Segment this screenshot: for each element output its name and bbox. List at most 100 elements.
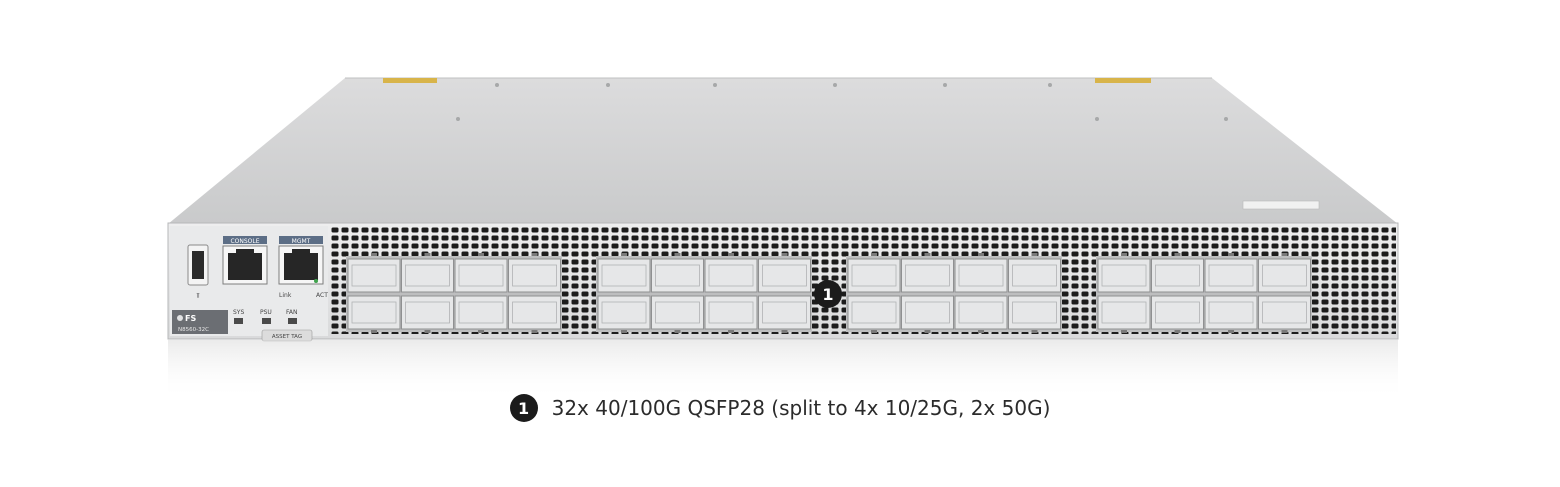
qsfp28-port-cage-inner — [762, 301, 807, 324]
qsfp28-port-cage-inner — [1208, 301, 1254, 324]
top-sticker — [1242, 200, 1320, 210]
qsfp28-port-cage-inner — [851, 264, 897, 287]
qsfp28-port — [1204, 295, 1258, 330]
qsfp28-port — [347, 295, 401, 330]
qsfp28-port — [1008, 258, 1061, 293]
brand-plate — [172, 310, 228, 334]
port-led — [531, 330, 538, 333]
qsfp28-port — [651, 258, 704, 293]
qsfp28-port — [401, 295, 454, 330]
port-led — [871, 253, 877, 256]
qsfp28-port — [1151, 295, 1204, 330]
port-led — [781, 253, 788, 256]
qsfp28-port-cage-inner — [958, 301, 1004, 324]
port-led — [1174, 330, 1181, 333]
qsfp28-port-cage-inner — [351, 264, 397, 287]
warning-label-left — [383, 78, 437, 83]
floor-reflection — [168, 340, 1398, 400]
qsfp28-port-cage-inner — [601, 301, 647, 324]
qsfp28-port-cage-inner — [601, 264, 647, 287]
qsfp28-port-cage-inner — [458, 264, 504, 287]
qsfp28-port-array — [346, 253, 1312, 333]
mgmt-label: MGMT — [292, 238, 311, 245]
psu-led — [262, 318, 271, 324]
port-led — [728, 253, 734, 256]
psu-label: PSU — [260, 309, 272, 316]
qsfp28-port-cage-inner — [905, 301, 950, 324]
qsfp28-port — [704, 258, 758, 293]
port-led — [478, 330, 484, 333]
sys-led — [234, 318, 243, 324]
model-label: N8560-32C — [178, 327, 209, 333]
usb-icon: ⫪ — [196, 292, 200, 300]
qsfp28-port — [597, 295, 651, 330]
fan-label: FAN — [286, 309, 298, 316]
qsfp28-port — [1097, 295, 1151, 330]
callout-marker-on-device: 1 — [814, 280, 842, 308]
qsfp28-port-cage-inner — [1155, 264, 1200, 287]
top-screws — [456, 83, 1228, 121]
port-led — [1031, 253, 1038, 256]
qsfp28-port-cage-inner — [405, 301, 450, 324]
svg-text:1: 1 — [822, 285, 833, 304]
qsfp28-port — [347, 258, 401, 293]
port-led — [728, 330, 734, 333]
port-led — [1228, 330, 1234, 333]
qsfp28-port — [901, 258, 954, 293]
qsfp28-port-cage-inner — [655, 264, 700, 287]
port-led — [1281, 330, 1288, 333]
console-label: CONSOLE — [230, 238, 259, 245]
qsfp28-port-cage-inner — [655, 301, 700, 324]
qsfp28-port-cage-inner — [762, 264, 807, 287]
qsfp28-port-cage-inner — [851, 301, 897, 324]
qsfp28-port — [758, 295, 811, 330]
port-led — [674, 330, 681, 333]
qsfp28-port-cage-inner — [458, 301, 504, 324]
port-led — [924, 330, 931, 333]
qsfp28-port — [401, 258, 454, 293]
port-led — [1121, 330, 1127, 333]
qsfp28-port — [954, 295, 1008, 330]
qsfp28-port-cage-inner — [1101, 264, 1147, 287]
mgmt-led — [314, 279, 318, 283]
port-led — [478, 253, 484, 256]
port-led — [371, 253, 377, 256]
port-led — [1281, 253, 1288, 256]
port-led — [1174, 253, 1181, 256]
port-led — [978, 330, 984, 333]
port-led — [978, 253, 984, 256]
qsfp28-port — [1258, 295, 1311, 330]
qsfp28-port-cage-inner — [351, 301, 397, 324]
port-led — [1031, 330, 1038, 333]
port-led — [424, 253, 431, 256]
qsfp28-port — [508, 295, 561, 330]
qsfp28-port-cage-inner — [708, 264, 754, 287]
qsfp28-port — [758, 258, 811, 293]
qsfp28-port-cage-inner — [512, 301, 557, 324]
qsfp28-port-cage-inner — [905, 264, 950, 287]
qsfp28-port — [847, 295, 901, 330]
port-led — [1121, 253, 1127, 256]
warning-label-right — [1095, 78, 1151, 83]
port-led — [781, 330, 788, 333]
asset-tag-label: ASSET TAG — [272, 334, 302, 340]
qsfp28-port — [1008, 295, 1061, 330]
port-led — [621, 253, 627, 256]
brand-logo: FS — [185, 314, 196, 323]
qsfp28-port — [454, 258, 508, 293]
qsfp28-port-cage-inner — [1155, 301, 1200, 324]
sys-label: SYS — [233, 309, 244, 316]
act-label: ACT — [316, 292, 328, 299]
fan-led — [288, 318, 297, 324]
qsfp28-port — [597, 258, 651, 293]
qsfp28-port — [901, 295, 954, 330]
qsfp28-port — [651, 295, 704, 330]
chassis-top — [168, 78, 1398, 224]
qsfp28-port-cage-inner — [1262, 301, 1307, 324]
port-led — [924, 253, 931, 256]
port-led — [674, 253, 681, 256]
port-led — [531, 253, 538, 256]
qsfp28-port-cage-inner — [958, 264, 1004, 287]
qsfp28-port — [954, 258, 1008, 293]
